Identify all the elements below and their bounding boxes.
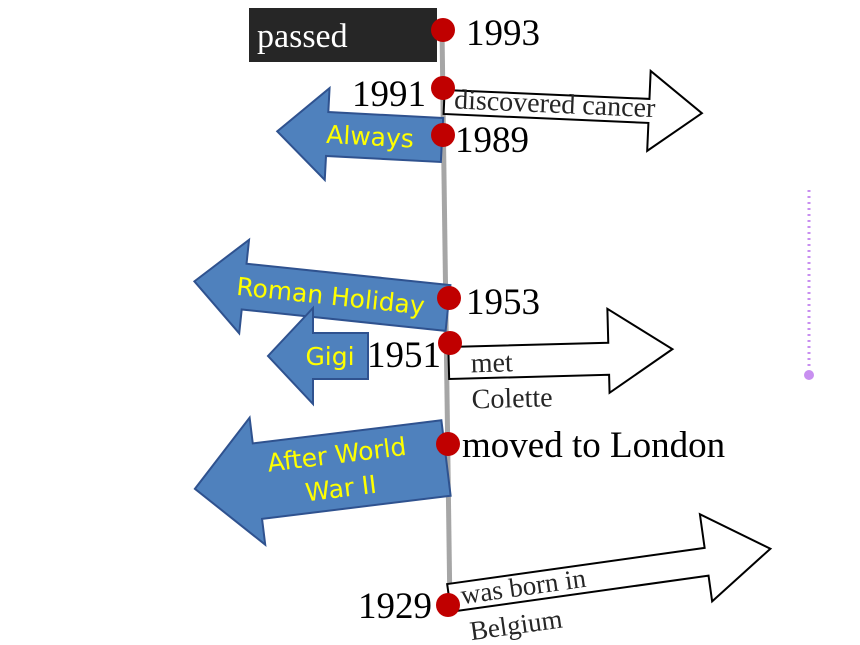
arrow-left-gigi: Gigi [266,305,369,407]
film-always: Always [326,120,415,154]
year-1953: 1953 [466,282,540,323]
title-box [249,8,437,62]
year-1993: 1993 [466,13,540,54]
arrow-left-after-ww2: After World War II [193,415,452,547]
event-met: met [470,347,513,379]
event-colette: Colette [471,382,553,415]
event-born-line2: Belgium [468,604,564,645]
dot-1929 [436,593,460,617]
arrow-right-born: was born in Belgium [446,512,773,645]
event-born-line1: was born in [459,563,588,610]
arrow-left-roman-holiday: Roman Holiday [192,237,452,336]
arrow-right-met-colette: met Colette [447,306,675,415]
event-discovered-cancer: discovered cancer [454,84,657,124]
film-gigi: Gigi [305,342,354,371]
dot-london [436,432,460,456]
arrow-left-always: Always [275,85,445,183]
dotted-accent-end [804,370,814,380]
event-moved-to-london: moved to London [462,425,725,466]
title-box-text: passed [257,18,348,55]
dot-1989 [431,123,455,147]
dot-1953 [437,286,461,310]
year-1929: 1929 [358,586,432,627]
year-1991: 1991 [352,74,426,115]
year-1951: 1951 [367,335,441,376]
dot-1991 [431,76,455,100]
arrow-right-discovered-cancer: discovered cancer [442,68,704,153]
year-1989: 1989 [455,120,529,161]
dot-1993 [431,18,455,42]
dot-1951 [438,331,462,355]
